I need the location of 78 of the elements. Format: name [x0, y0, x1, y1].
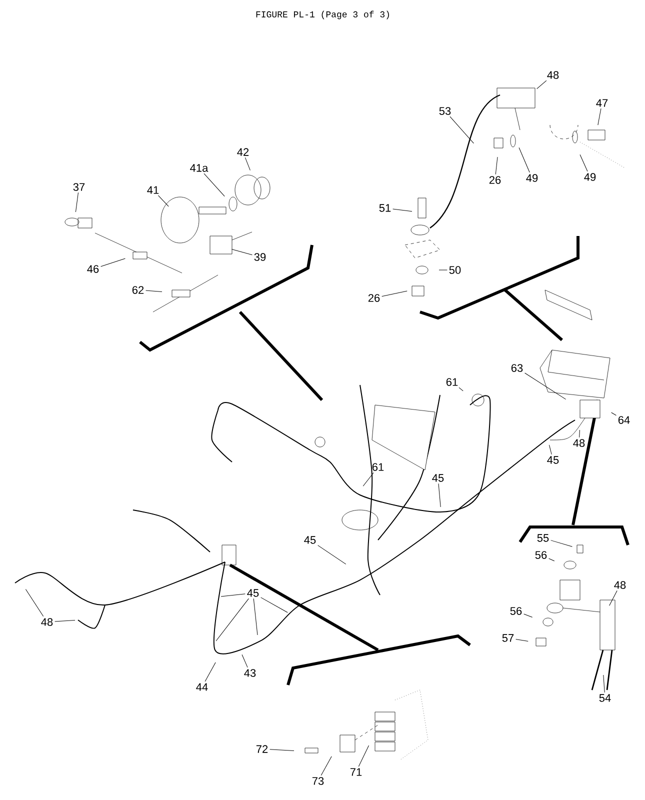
- callout-number: 57: [502, 634, 514, 642]
- leader-line: [524, 372, 566, 400]
- callout-number: 43: [244, 669, 256, 677]
- leader-line: [611, 412, 616, 416]
- leader-line: [232, 249, 252, 256]
- callout-number: 61: [372, 463, 384, 471]
- callout-number: 56: [510, 607, 522, 615]
- leader-line: [450, 116, 474, 144]
- leader-line: [438, 483, 441, 508]
- leader-line: [548, 558, 555, 562]
- callout-number: 45: [547, 456, 559, 464]
- callout-number: 37: [73, 183, 85, 191]
- leader-line: [358, 745, 370, 767]
- callout-number: 53: [439, 107, 451, 115]
- leader-line: [609, 590, 618, 606]
- leader-line: [495, 156, 498, 175]
- callout-number: 56: [535, 551, 547, 559]
- leader-line: [244, 157, 250, 171]
- leader-line: [146, 290, 162, 292]
- leader-line: [550, 540, 572, 547]
- callout-number: 61: [446, 378, 458, 386]
- leader-line: [598, 108, 602, 126]
- leader-line: [260, 597, 288, 613]
- callout-number: 49: [526, 174, 538, 182]
- leader-line: [580, 154, 588, 172]
- leader-line: [100, 258, 126, 267]
- leader-line: [362, 472, 374, 486]
- leader-line: [75, 192, 78, 212]
- callout-number: 50: [449, 266, 461, 274]
- callout-number: 41: [147, 186, 159, 194]
- callout-number: 62: [132, 286, 144, 294]
- callout-number: 41a: [190, 164, 208, 172]
- leader-line: [392, 208, 412, 212]
- callout-number: 72: [256, 745, 268, 753]
- callout-number: 48: [573, 439, 585, 447]
- callout-number: 26: [489, 176, 501, 184]
- callout-number: 46: [87, 265, 99, 273]
- callout-number: 44: [196, 683, 208, 691]
- callout-number: 45: [432, 474, 444, 482]
- callout-number: 48: [547, 71, 559, 79]
- leader-line: [518, 147, 530, 173]
- leader-line: [216, 598, 249, 642]
- leader-line: [603, 674, 605, 693]
- callout-number: 63: [511, 364, 523, 372]
- leader-line: [253, 598, 258, 636]
- callout-number: 42: [237, 148, 249, 156]
- callout-number: 26: [368, 294, 380, 302]
- leader-line: [54, 620, 76, 622]
- figure-title: FIGURE PL-1 (Page 3 of 3): [256, 10, 389, 20]
- leader-line: [204, 173, 225, 197]
- callout-number: 64: [618, 416, 630, 424]
- leader-line: [382, 290, 408, 297]
- leader-line: [270, 749, 294, 751]
- callout-number: 45: [247, 589, 259, 597]
- leader-line: [516, 639, 528, 642]
- callout-number: 45: [304, 536, 316, 544]
- leader-line: [204, 662, 216, 682]
- leader-line: [242, 654, 248, 668]
- callout-number: 55: [537, 534, 549, 542]
- callout-number: 71: [350, 768, 362, 776]
- leader-line: [318, 545, 346, 564]
- leader-line: [579, 430, 580, 438]
- callout-number: 51: [379, 204, 391, 212]
- leader-line: [458, 387, 464, 392]
- leader-line: [158, 195, 169, 207]
- leader-line: [320, 756, 332, 776]
- callout-number: 47: [596, 99, 608, 107]
- leader-line: [220, 594, 246, 597]
- leader-line: [524, 614, 533, 618]
- callout-number: 49: [584, 173, 596, 181]
- callout-number: 39: [254, 253, 266, 261]
- leader-line: [548, 444, 552, 455]
- callout-number: 54: [599, 694, 611, 702]
- leader-line: [25, 588, 44, 617]
- callout-number: 48: [41, 618, 53, 626]
- callout-number: 48: [614, 581, 626, 589]
- leader-line: [536, 80, 547, 90]
- callout-number: 73: [312, 777, 324, 785]
